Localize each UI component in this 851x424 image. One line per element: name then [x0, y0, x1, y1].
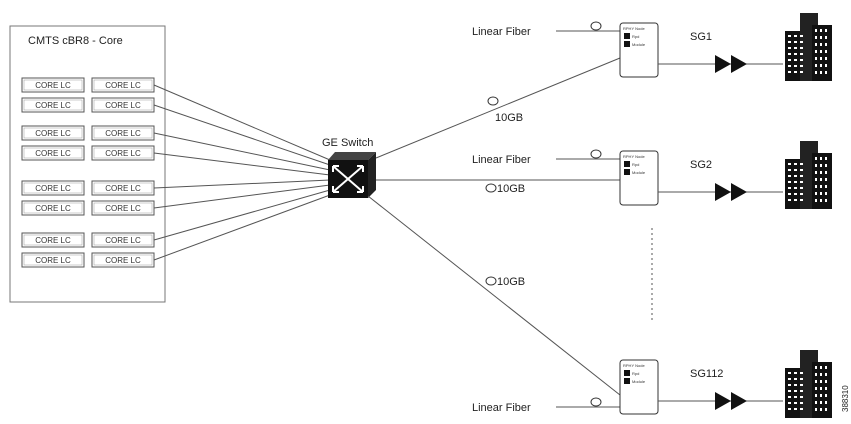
lc-uplink-line: [153, 179, 331, 189]
core-lc-label: CORE LC: [35, 101, 71, 110]
core-lc-card: CORE LC: [91, 200, 155, 216]
node-title: RPHY Node: [623, 154, 645, 159]
amplifier-icon: [715, 55, 747, 73]
link-line-sg1: [375, 57, 621, 159]
core-lc-card: CORE LC: [91, 77, 155, 93]
lc-switch-links: [153, 84, 331, 261]
lc-uplink-line: [153, 104, 331, 166]
core-lc-card: CORE LC: [21, 97, 85, 113]
speed-label-2: 10GB: [485, 183, 525, 195]
node-row2: Module: [632, 170, 646, 175]
core-lc-card: CORE LC: [91, 232, 155, 248]
amplifier-icon: [715, 183, 747, 201]
fiber-loop-icon: [590, 21, 602, 31]
core-lc-label: CORE LC: [105, 184, 141, 193]
core-lc-card: CORE LC: [21, 232, 85, 248]
node-row1: Rpd: [632, 34, 639, 39]
core-lc-card: CORE LC: [91, 125, 155, 141]
core-lc-label: CORE LC: [35, 81, 71, 90]
fiber-loop-icon: [485, 183, 497, 193]
core-lc-label: CORE LC: [105, 101, 141, 110]
building-icon: [785, 13, 832, 81]
core-lc-card: CORE LC: [21, 200, 85, 216]
lc-uplink-line: [153, 184, 331, 209]
core-lc-card: CORE LC: [21, 252, 85, 268]
linear-fiber-3: Linear Fiber: [472, 397, 620, 414]
figure-id: 388310: [841, 385, 850, 412]
service-group-label: SG2: [690, 159, 712, 171]
speed-label-1: 10GB: [487, 96, 523, 124]
line-card-group: CORE LC CORE LC CORE LC CORE LC CORE LC CORE …: [21, 77, 155, 268]
core-lc-label: CORE LC: [35, 149, 71, 158]
fiber-loop-icon: [487, 96, 499, 106]
node-row1: Rpd: [632, 371, 639, 376]
switch-label: GE Switch: [322, 137, 373, 149]
core-lc-label: CORE LC: [105, 236, 141, 245]
core-lc-label: CORE LC: [35, 129, 71, 138]
amplifier-icon: [715, 392, 747, 410]
core-lc-label: CORE LC: [35, 184, 71, 193]
svg-text:Linear Fiber: Linear Fiber: [472, 26, 531, 38]
lc-uplink-line: [153, 194, 331, 261]
core-lc-card: CORE LC: [21, 125, 85, 141]
core-lc-card: CORE LC: [91, 97, 155, 113]
lc-uplink-line: [153, 152, 331, 176]
core-lc-label: CORE LC: [105, 81, 141, 90]
node-row2: Module: [632, 379, 646, 384]
core-lc-card: CORE LC: [21, 145, 85, 161]
core-lc-card: CORE LC: [91, 145, 155, 161]
node-title: RPHY Node: [623, 363, 645, 368]
core-lc-card: CORE LC: [91, 252, 155, 268]
core-lc-card: CORE LC: [21, 77, 85, 93]
linear-fiber-1: Linear Fiber: [472, 21, 620, 38]
core-lc-label: CORE LC: [105, 129, 141, 138]
service-group-label: SG112: [690, 368, 723, 380]
node-row1: Rpd: [632, 162, 639, 167]
core-lc-label: CORE LC: [105, 256, 141, 265]
link-line-sg112: [367, 195, 621, 396]
building-icon: [785, 141, 832, 209]
fiber-loop-icon: [590, 149, 602, 159]
fiber-loop-icon: [485, 276, 497, 286]
core-lc-label: CORE LC: [105, 204, 141, 213]
svg-text:10GB: 10GB: [497, 276, 525, 288]
node-row2: Module: [632, 42, 646, 47]
core-lc-card: CORE LC: [21, 180, 85, 196]
cmts-title: CMTS cBR8 - Core: [28, 35, 123, 47]
svg-text:Linear Fiber: Linear Fiber: [472, 402, 531, 414]
svg-text:Linear Fiber: Linear Fiber: [472, 154, 531, 166]
building-icon: [785, 350, 832, 418]
speed-label-3: 10GB: [485, 276, 525, 288]
svg-text:10GB: 10GB: [497, 183, 525, 195]
core-lc-label: CORE LC: [105, 149, 141, 158]
core-lc-label: CORE LC: [35, 236, 71, 245]
ge-switch-icon: [328, 152, 376, 198]
svg-text:10GB: 10GB: [495, 112, 523, 124]
core-lc-label: CORE LC: [35, 204, 71, 213]
lc-uplink-line: [153, 189, 331, 241]
lc-uplink-line: [153, 132, 331, 171]
fiber-loop-icon: [590, 397, 602, 407]
core-lc-card: CORE LC: [91, 180, 155, 196]
service-group-label: SG1: [690, 31, 712, 43]
node-title: RPHY Node: [623, 26, 645, 31]
core-lc-label: CORE LC: [35, 256, 71, 265]
lc-uplink-line: [153, 84, 331, 161]
linear-fiber-2: Linear Fiber: [472, 149, 620, 166]
